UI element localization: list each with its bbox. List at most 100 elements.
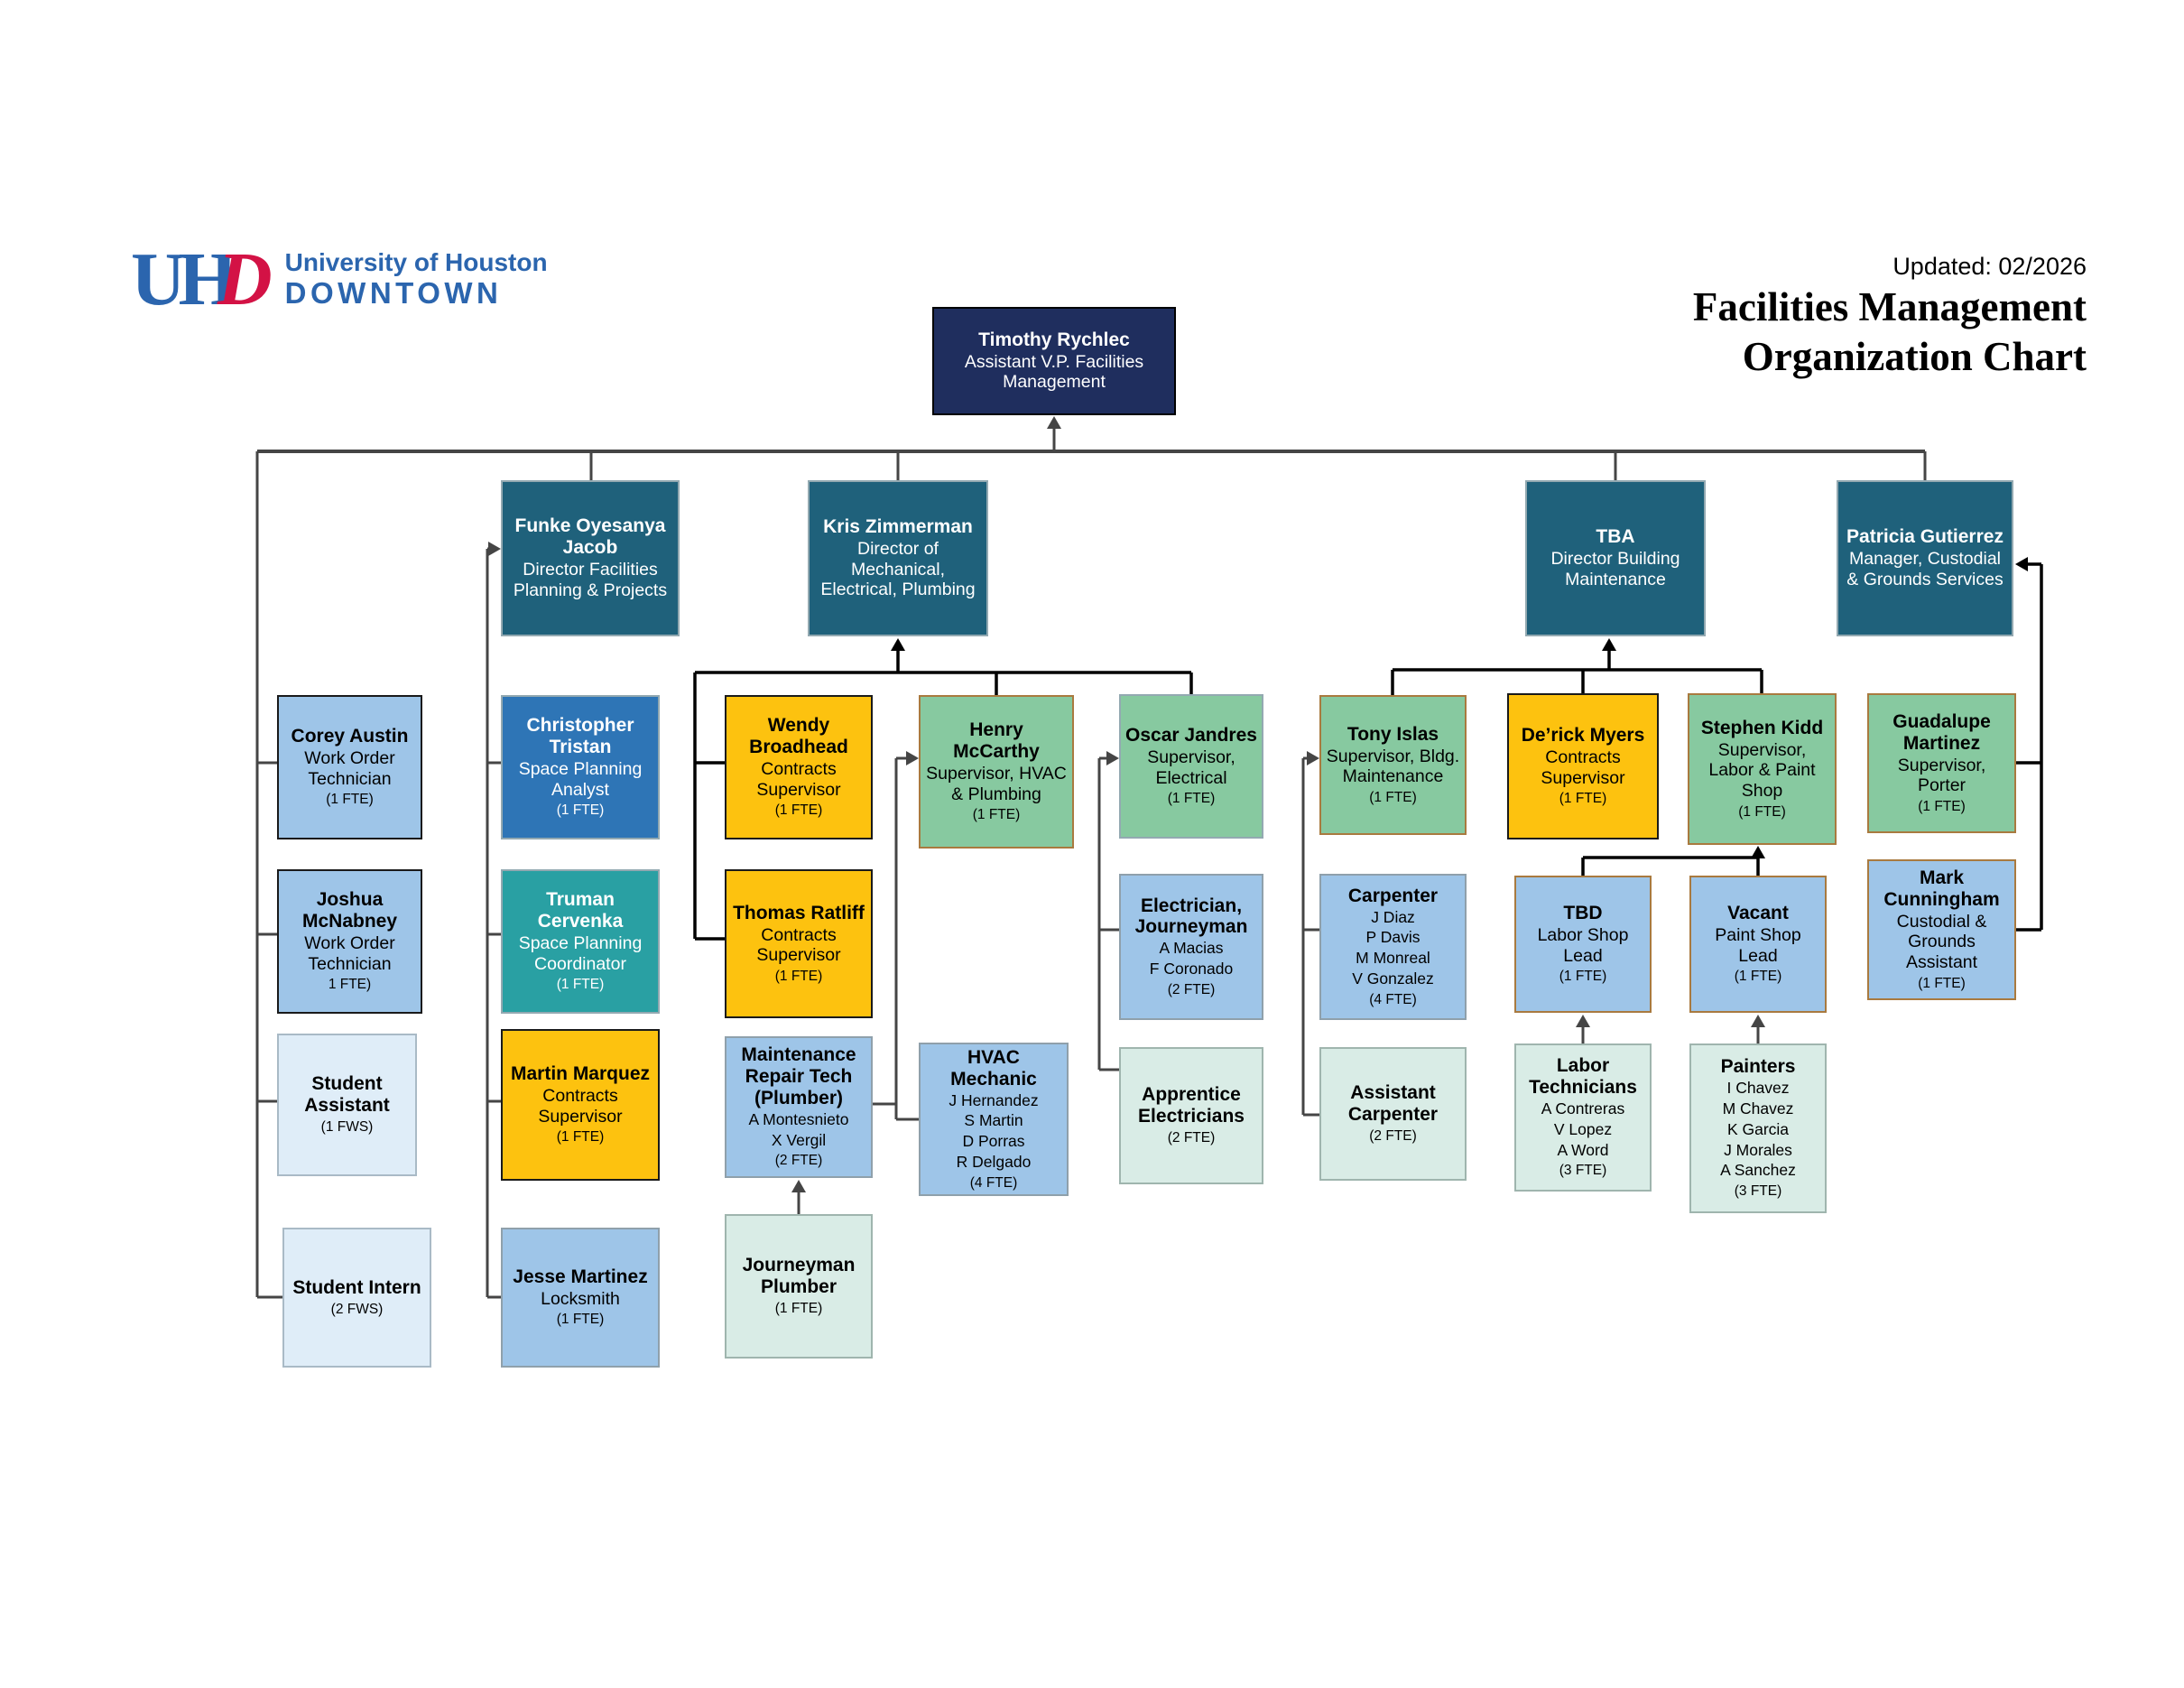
org-box-asst_carpenter: Assistant Carpenter (2 FTE) <box>1319 1047 1467 1181</box>
fte-count: (2 FTE) <box>1167 981 1216 997</box>
person-name: Apprentice Electricians <box>1138 1084 1245 1127</box>
fte-count: (1 FTE) <box>1559 969 1607 985</box>
job-title: Work Order Technician <box>304 933 395 974</box>
person-name: Painters <box>1720 1056 1796 1078</box>
person-name: Truman Cervenka <box>537 889 624 932</box>
fte-count: (1 FWS) <box>320 1119 374 1136</box>
job-title: Director of Mechanical, Electrical, Plum… <box>820 539 976 600</box>
person-name: Thomas Ratliff <box>733 902 865 923</box>
person-name: Wendy Broadhead <box>749 715 848 758</box>
roster-name: J Hernandez <box>949 1090 1039 1109</box>
fte-count: (1 FTE) <box>1369 789 1417 805</box>
person-name: Martin Marquez <box>510 1063 650 1085</box>
job-title: Director Building Maintenance <box>1550 549 1680 589</box>
person-name: Jesse Martinez <box>513 1266 648 1287</box>
logo-uh: UH <box>131 237 237 321</box>
person-name: De’rick Myers <box>1521 725 1645 747</box>
roster-name: J Diaz <box>1371 907 1415 926</box>
roster-name: X Vergil <box>771 1130 827 1149</box>
fte-count: (1 FTE) <box>556 1129 605 1145</box>
person-name: Mark Cunningham <box>1883 867 2000 910</box>
person-name: Oscar Jandres <box>1125 725 1257 747</box>
fte-count: (1 FTE) <box>774 968 823 984</box>
uhd-logo: UHD University of Houston DOWNTOWN <box>131 242 548 318</box>
fte-count: (4 FTE) <box>969 1174 1018 1191</box>
org-box-maintenance: Maintenance Repair Tech (Plumber)A Monte… <box>725 1036 873 1178</box>
roster-name: K Garcia <box>1726 1119 1790 1138</box>
roster-name: D Porras <box>962 1132 1025 1151</box>
job-title: Paint Shop Lead <box>1715 925 1801 966</box>
org-box-apprentice: Apprentice Electricians (2 FTE) <box>1119 1047 1263 1184</box>
person-name: TBA <box>1596 526 1635 548</box>
roster-name: J Morales <box>1724 1140 1792 1159</box>
roster-name: M Chavez <box>1722 1099 1794 1118</box>
fte-count: (1 FTE) <box>1734 969 1782 985</box>
person-name: Student Intern <box>292 1276 421 1298</box>
person-name: Tony Islas <box>1346 723 1439 745</box>
person-name: Stephen Kidd <box>1700 717 1824 738</box>
fte-count: (1 FTE) <box>326 792 374 808</box>
fte-count: (3 FTE) <box>1559 1163 1607 1179</box>
page-title-line2: Organization Chart <box>1742 333 2087 379</box>
fte-count: (2 FWS) <box>330 1301 384 1317</box>
person-name: Carpenter <box>1347 885 1439 906</box>
job-title: Supervisor, Electrical <box>1147 747 1235 788</box>
job-title: Space Planning Coordinator <box>518 933 643 974</box>
job-title: Director Facilities Planning & Projects <box>513 560 668 600</box>
logo-downtown-line: DOWNTOWN <box>284 275 503 310</box>
person-name: Assistant Carpenter <box>1347 1082 1439 1126</box>
chart-title-block: Updated: 02/2026 Facilities Management O… <box>1693 253 2087 382</box>
fte-count: (1 FTE) <box>1167 791 1216 807</box>
job-title: Locksmith <box>541 1288 620 1309</box>
job-title: Labor Shop Lead <box>1537 925 1629 966</box>
person-name: Joshua McNabney <box>301 889 398 932</box>
job-title: Contracts Supervisor <box>756 924 841 966</box>
uhd-logo-text: University of Houston DOWNTOWN <box>285 249 548 310</box>
org-box-student_assistant: Student Assistant (1 FWS) <box>277 1034 417 1176</box>
job-title: Space Planning Analyst <box>518 759 643 800</box>
fte-count: (2 FTE) <box>1167 1130 1216 1146</box>
roster-name: F Coronado <box>1149 960 1234 978</box>
person-name: Student Assistant <box>304 1073 390 1117</box>
person-name: Patricia Gutierrez <box>1846 526 2004 548</box>
roster-name: A Macias <box>1159 939 1224 958</box>
fte-count: (2 FTE) <box>1369 1128 1417 1145</box>
roster-name: R Delgado <box>956 1152 1032 1171</box>
job-title: Assistant V.P. Facilities Management <box>964 351 1144 393</box>
fte-count: (1 FTE) <box>1738 803 1786 820</box>
fte-count: (1 FTE) <box>972 807 1021 823</box>
job-title: Supervisor, Bldg. Maintenance <box>1326 746 1460 787</box>
roster-name: V Lopez <box>1553 1119 1613 1138</box>
person-name: Timothy Rychlec <box>978 329 1130 350</box>
job-title: Manager, Custodial & Grounds Services <box>1846 549 2004 589</box>
org-box-student_intern: Student Intern (2 FWS) <box>282 1228 431 1368</box>
fte-count: (2 FTE) <box>774 1153 823 1169</box>
roster-name: P Davis <box>1365 928 1421 947</box>
person-name: Kris Zimmerman <box>823 516 973 538</box>
job-title: Supervisor, HVAC & Plumbing <box>926 764 1067 804</box>
person-name: Guadalupe Martinez <box>1892 710 1991 754</box>
person-name: TBD <box>1563 903 1603 924</box>
job-title: Contracts Supervisor <box>1541 747 1625 788</box>
person-name: Vacant <box>1727 903 1789 924</box>
